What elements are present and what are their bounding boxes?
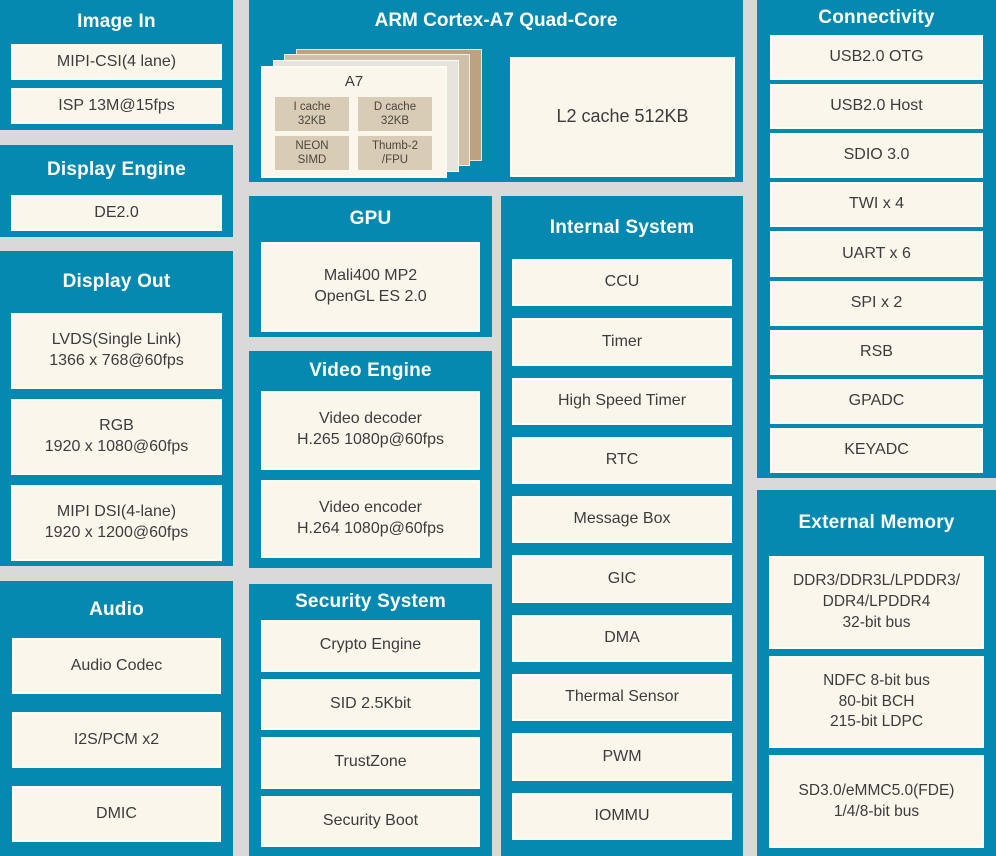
timer-block: Timer: [512, 318, 732, 366]
section-title: External Memory: [798, 512, 955, 533]
usb-otg-block: USB2.0 OTG: [770, 35, 983, 81]
section-title: Video Engine: [309, 360, 432, 381]
cpu-core-label: A7: [344, 73, 364, 90]
section-video-engine: Video Engine Video decoder H.265 1080p@6…: [249, 351, 492, 568]
neon-simd-block: NEON SIMD: [275, 136, 349, 170]
mali-gpu-block: Mali400 MP2 OpenGL ES 2.0: [261, 242, 480, 332]
ndfc-block: NDFC 8-bit bus 80-bit BCH 215-bit LDPC: [769, 655, 984, 749]
section-title: Audio: [89, 598, 144, 620]
spi-block: SPI x 2: [770, 280, 983, 326]
sd-emmc-block: SD3.0/eMMC5.0(FDE) 1/4/8-bit bus: [769, 755, 984, 849]
section-title: Security System: [295, 591, 446, 612]
high-speed-timer-block: High Speed Timer: [512, 377, 732, 425]
sdio-block: SDIO 3.0: [770, 133, 983, 179]
section-body: Video decoder H.265 1080p@60fps Video en…: [249, 391, 492, 568]
rsb-block: RSB: [770, 329, 983, 375]
section-body: Crypto Engine SID 2.5Kbit TrustZone Secu…: [249, 620, 492, 856]
thumb-fpu-block: Thumb-2 /FPU: [358, 136, 432, 170]
rtc-block: RTC: [512, 436, 732, 485]
iommu-block: IOMMU: [512, 792, 732, 840]
section-title: Image In: [77, 11, 156, 32]
mipi-csi-block: MIPI-CSI(4 lane): [11, 44, 222, 80]
section-title: Internal System: [549, 216, 695, 238]
section-display-out: Display Out LVDS(Single Link) 1366 x 768…: [0, 251, 233, 566]
crypto-engine-block: Crypto Engine: [261, 620, 480, 672]
audio-codec-block: Audio Codec: [12, 638, 221, 694]
section-display-engine: Display Engine DE2.0: [0, 145, 233, 237]
section-body: DE2.0: [0, 195, 233, 237]
rgb-block: RGB 1920 x 1080@60fps: [11, 399, 222, 475]
lvds-block: LVDS(Single Link) 1366 x 768@60fps: [11, 313, 222, 389]
dma-block: DMA: [512, 614, 732, 663]
cpu-core-units: I cache 32KB D cache 32KB NEON SIMD Thum…: [275, 97, 432, 170]
gpadc-block: GPADC: [770, 378, 983, 424]
security-boot-block: Security Boot: [261, 795, 480, 847]
section-body: MIPI-CSI(4 lane) ISP 13M@15fps: [0, 44, 233, 130]
video-encoder-block: Video encoder H.264 1080p@60fps: [261, 479, 480, 558]
section-image-in: Image In MIPI-CSI(4 lane) ISP 13M@15fps: [0, 0, 233, 130]
mipi-dsi-block: MIPI DSI(4-lane) 1920 x 1200@60fps: [11, 485, 222, 561]
dcache-block: D cache 32KB: [358, 97, 432, 131]
section-connectivity: Connectivity USB2.0 OTG USB2.0 Host SDIO…: [757, 0, 996, 478]
i2s-pcm-block: I2S/PCM x2: [12, 712, 221, 768]
de2-block: DE2.0: [11, 195, 222, 231]
section-title: GPU: [349, 208, 392, 229]
section-internal-system: Internal System CCU Timer High Speed Tim…: [501, 196, 743, 856]
trustzone-block: TrustZone: [261, 737, 480, 789]
ddr-block: DDR3/DDR3L/LPDDR3/ DDR4/LPDDR4 32-bit bu…: [769, 556, 984, 649]
sid-block: SID 2.5Kbit: [261, 678, 480, 730]
section-title: Connectivity: [818, 6, 935, 28]
section-body: CCU Timer High Speed Timer RTC Message B…: [501, 259, 743, 856]
section-title: Display Engine: [46, 159, 186, 180]
section-gpu: GPU Mali400 MP2 OpenGL ES 2.0: [249, 196, 492, 337]
arm-section-title: ARM Cortex-A7 Quad-Core: [374, 10, 618, 31]
section-body: Mali400 MP2 OpenGL ES 2.0: [249, 242, 492, 337]
section-body: LVDS(Single Link) 1366 x 768@60fps RGB 1…: [0, 313, 233, 566]
video-decoder-block: Video decoder H.265 1080p@60fps: [261, 391, 480, 470]
keyadc-block: KEYADC: [770, 427, 983, 473]
dmic-block: DMIC: [12, 786, 221, 842]
section-external-memory: External Memory DDR3/DDR3L/LPDDR3/ DDR4/…: [757, 490, 996, 856]
message-box-block: Message Box: [512, 496, 732, 544]
twi-block: TWI x 4: [770, 182, 983, 228]
cpu-core-stack: A7 I cache 32KB D cache 32KB NEON SIMD T…: [261, 45, 495, 179]
ccu-block: CCU: [512, 259, 732, 307]
isp-block: ISP 13M@15fps: [11, 88, 222, 124]
icache-block: I cache 32KB: [275, 97, 349, 131]
section-body: DDR3/DDR3L/LPDDR3/ DDR4/LPDDR4 32-bit bu…: [757, 556, 996, 856]
section-arm-cortex: ARM Cortex-A7 Quad-Core A7 I cache 32KB …: [249, 0, 743, 182]
section-audio: Audio Audio Codec I2S/PCM x2 DMIC: [0, 581, 233, 856]
l2-cache-block: L2 cache 512KB: [510, 57, 735, 177]
section-body: Audio Codec I2S/PCM x2 DMIC: [0, 638, 233, 856]
gic-block: GIC: [512, 555, 732, 603]
uart-block: UART x 6: [770, 231, 983, 277]
section-title: Display Out: [62, 271, 171, 292]
section-body: USB2.0 OTG USB2.0 Host SDIO 3.0 TWI x 4 …: [757, 35, 996, 478]
section-security-system: Security System Crypto Engine SID 2.5Kbi…: [249, 584, 492, 856]
cpu-core-card-front: A7 I cache 32KB D cache 32KB NEON SIMD T…: [261, 66, 447, 178]
pwm-block: PWM: [512, 733, 732, 781]
thermal-sensor-block: Thermal Sensor: [512, 674, 732, 722]
usb-host-block: USB2.0 Host: [770, 84, 983, 130]
